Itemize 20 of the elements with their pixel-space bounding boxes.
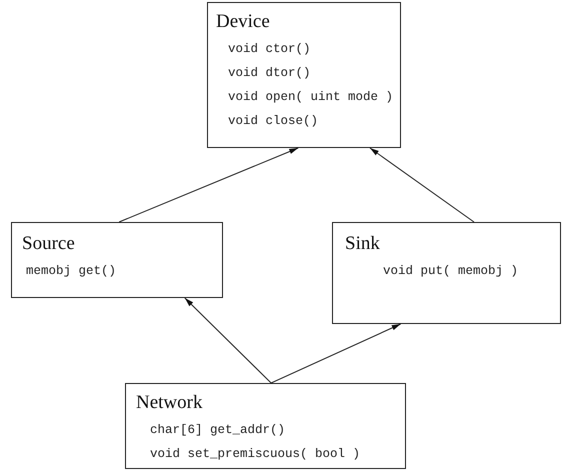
method-signature: void close() bbox=[228, 113, 318, 130]
class-name: Device bbox=[216, 11, 271, 33]
method-signature: void set_premiscuous( bool ) bbox=[150, 446, 360, 463]
class-box bbox=[11, 222, 223, 298]
class-name: Network bbox=[136, 392, 204, 414]
arrow bbox=[270, 324, 402, 384]
arrow bbox=[184, 298, 272, 384]
method-signature: void open( uint mode ) bbox=[228, 89, 394, 106]
arrow bbox=[369, 148, 474, 222]
class-box bbox=[125, 383, 406, 469]
method-signature: void put( memobj ) bbox=[383, 263, 518, 280]
method-signature: char[6] get_addr() bbox=[150, 422, 286, 439]
class-box bbox=[207, 2, 401, 148]
class-box bbox=[332, 222, 561, 324]
class-name: Source bbox=[22, 233, 76, 255]
method-signature: memobj get() bbox=[26, 263, 116, 280]
arrow bbox=[118, 148, 299, 222]
method-signature: void ctor() bbox=[228, 41, 311, 58]
method-signature: void dtor() bbox=[228, 65, 311, 82]
class-name: Sink bbox=[345, 233, 381, 255]
